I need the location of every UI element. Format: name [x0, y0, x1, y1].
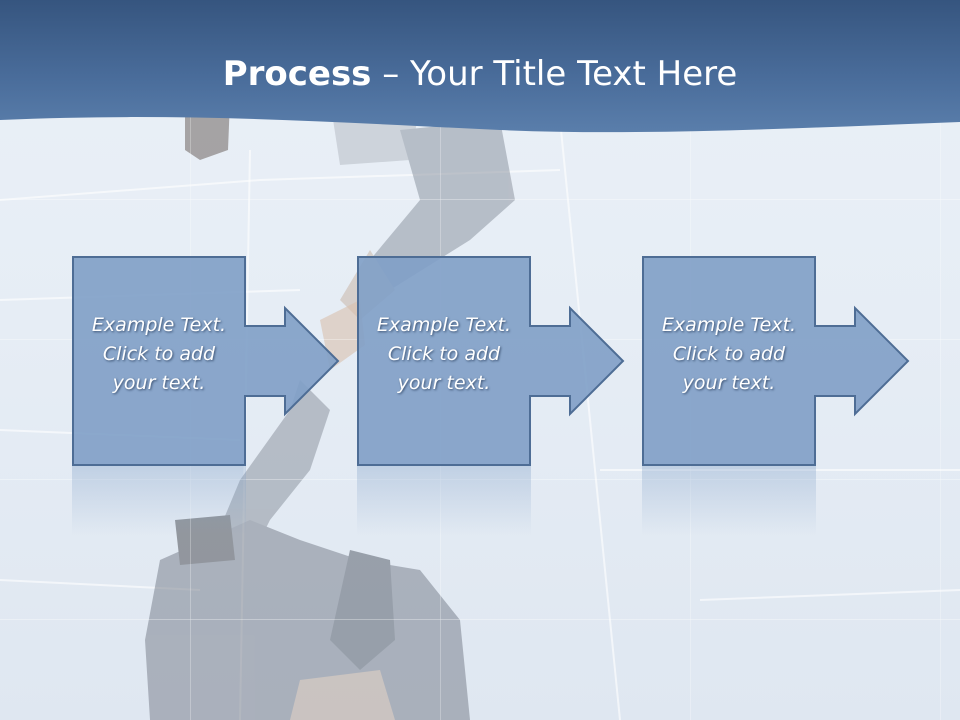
step-arrow-shape	[357, 256, 625, 466]
title-bold-part: Process	[222, 54, 372, 94]
header-band	[0, 0, 960, 133]
title-rest-part: – Your Title Text Here	[371, 54, 738, 94]
process-step-3[interactable]: Example Text. Click to add your text.	[642, 256, 910, 466]
step-text-line-1: Example Text.	[91, 314, 227, 336]
slide-title[interactable]: Process – Your Title Text Here	[0, 52, 960, 96]
step-arrow-shape	[642, 256, 910, 466]
step-text-line-3: your text.	[682, 372, 776, 394]
step-text[interactable]: Example Text. Click to add your text.	[642, 311, 816, 398]
step-text-line-3: your text.	[397, 372, 491, 394]
step-2-reflection	[357, 466, 531, 536]
step-text-line-1: Example Text.	[376, 314, 512, 336]
step-arrow-shape	[72, 256, 340, 466]
step-text-line-2: Click to add	[387, 343, 501, 365]
step-text[interactable]: Example Text. Click to add your text.	[72, 311, 246, 398]
step-text-line-3: your text.	[112, 372, 206, 394]
step-text[interactable]: Example Text. Click to add your text.	[357, 311, 531, 398]
step-1-reflection	[72, 466, 246, 536]
step-text-line-2: Click to add	[672, 343, 786, 365]
step-3-reflection	[642, 466, 816, 536]
process-step-1[interactable]: Example Text. Click to add your text.	[72, 256, 340, 466]
step-text-line-2: Click to add	[102, 343, 216, 365]
step-text-line-1: Example Text.	[661, 314, 797, 336]
process-step-2[interactable]: Example Text. Click to add your text.	[357, 256, 625, 466]
